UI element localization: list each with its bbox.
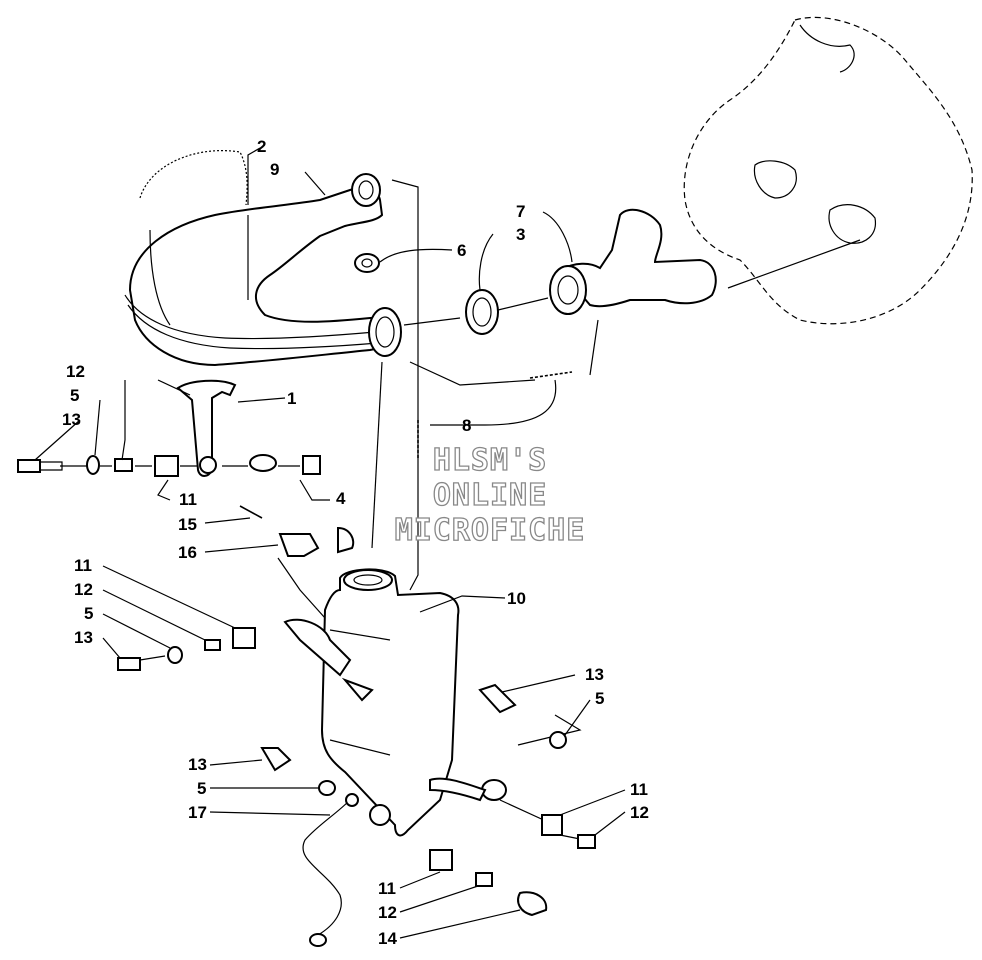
callout-13-lower: 13: [188, 755, 207, 774]
watermark-line-3: MICROFICHE: [395, 513, 586, 548]
y-pipe[interactable]: [124, 173, 402, 367]
callout-13-right: 13: [585, 665, 604, 684]
callout-7: 7: [516, 202, 525, 221]
callout-numbers: 1 2 9 6 7 3 8 12 5 13 11 4 15 16 10 11 1…: [62, 137, 649, 948]
callout-10: 10: [507, 589, 526, 608]
bracket-part-1[interactable]: [176, 379, 237, 477]
callout-5-left: 5: [84, 604, 93, 623]
callout-14: 14: [378, 929, 397, 948]
hardware-lower-right: [260, 683, 596, 917]
callout-2: 2: [257, 137, 266, 156]
callout-15: 15: [178, 515, 197, 534]
callout-6: 6: [457, 241, 466, 260]
bracket-part-16[interactable]: [239, 505, 355, 557]
gasket-part-3[interactable]: [465, 289, 499, 335]
callout-17: 17: [188, 803, 207, 822]
callout-12-right: 12: [630, 803, 649, 822]
engine-outline: [683, 16, 973, 325]
hardware-row-upper: [17, 454, 321, 477]
watermark-line-1: HLSM'S: [433, 443, 547, 478]
callout-9: 9: [270, 160, 279, 179]
callout-5-upper: 5: [70, 386, 79, 405]
callout-leaders: [34, 147, 626, 939]
callout-12-bottom: 12: [378, 903, 397, 922]
callout-11-right: 11: [630, 780, 648, 799]
callout-11-bottom: 11: [378, 879, 396, 898]
callout-12-upper: 12: [66, 362, 85, 381]
muffler-part-10[interactable]: [283, 568, 507, 837]
ground-wire-part-17[interactable]: [302, 793, 359, 947]
hardware-lower-left: [117, 627, 256, 671]
callout-11-upper: 11: [179, 490, 197, 509]
watermark-line-2: ONLINE: [433, 478, 547, 513]
callout-13-left: 13: [74, 628, 93, 647]
callout-8: 8: [462, 416, 471, 435]
spring-part-2[interactable]: [139, 150, 248, 206]
callout-3: 3: [516, 225, 525, 244]
callout-16: 16: [178, 543, 197, 562]
seal-part-6[interactable]: [354, 253, 380, 273]
callout-11-left: 11: [74, 556, 92, 575]
watermark: HLSM'S ONLINE MICROFICHE: [394, 442, 586, 548]
exhaust-manifold[interactable]: [549, 208, 717, 315]
callout-4: 4: [336, 489, 346, 508]
callout-12-left: 12: [74, 580, 93, 599]
callout-1: 1: [287, 389, 296, 408]
leader-lines: [60, 179, 861, 841]
callout-13-upper: 13: [62, 410, 81, 429]
callout-5-right: 5: [595, 689, 604, 708]
callout-5-lower: 5: [197, 779, 206, 798]
